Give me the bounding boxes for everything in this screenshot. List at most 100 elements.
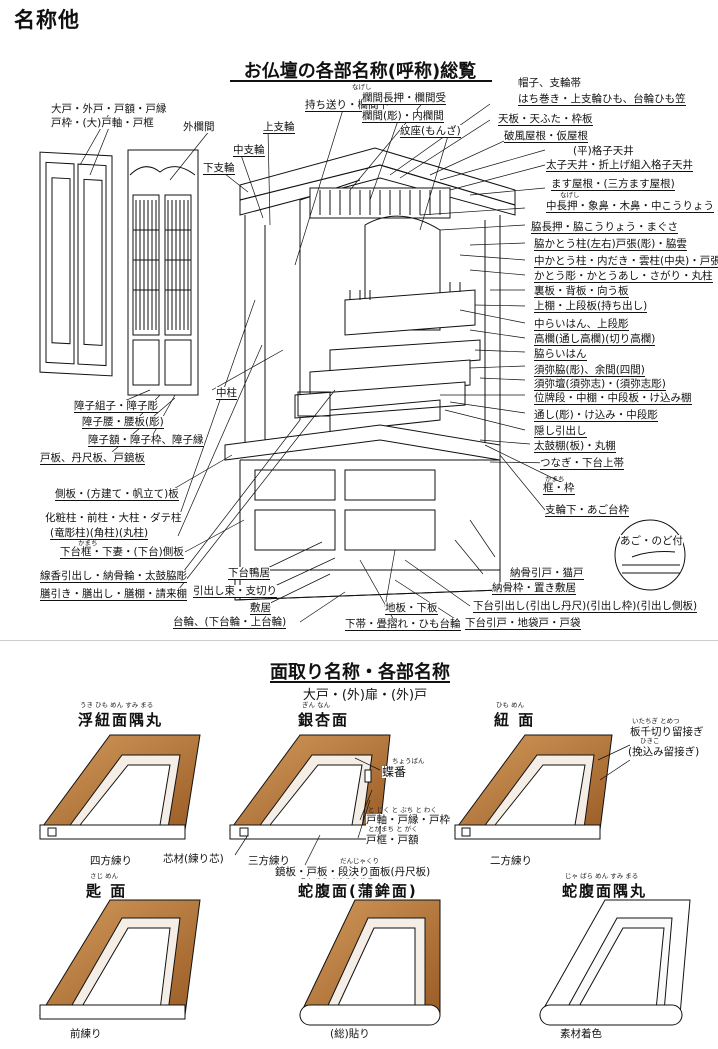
section-divider [0,640,718,641]
profile-saji [39,899,201,1020]
ruby-callout-5: いたちぎ とめつ [632,717,680,725]
label-lower-drawer: 下台引出し(引出し丹尺)(引出し枠)(引出し側板) [473,600,698,613]
label-hachimaki: はち巻き・上支輪ひも、台輪ひも笠 [518,93,686,106]
callout-tojiku: 戸軸・戸縁・戸枠 [366,814,450,826]
ruby-profile-6: じゃ ばら めん すみ まる [565,872,639,880]
label-shirin-shita: 支輪下・あご台枠 [545,504,629,517]
section2-title: 面取り名称・各部名称 [270,662,450,683]
profile-title-2: 銀杏面 [298,711,350,729]
label-ihai-dan: 位牌段・中棚・中段板・け込み棚 [534,392,692,405]
label-outer-door: 大戸・外戸・戸額・戸縁 [51,103,167,115]
label-monza: 紋座(もんざ) [400,125,461,138]
callout-togamachi: 戸框・戸額 [366,834,419,846]
callout-ita-chigiri: 板千切り留接ぎ [630,726,704,738]
butsudan-illustration [39,99,686,623]
label-kakushi-drawer: 隠し引出し [534,425,587,438]
label-jibukuro-do: 下台引戸・地袋戸・戸袋 [465,617,581,630]
right-door-panel [127,149,199,396]
label-naka-raihan: 中らいはん、上段彫 [534,318,629,331]
section2-title-rule [270,681,450,683]
profile-title-4: 匙 面 [86,882,128,900]
profile-jabara [299,899,441,1026]
label-shoji-koshi: 障子腰・腰板(彫) [82,416,164,429]
label-door-frame: 戸枠・(大)戸軸・戸框 [51,117,154,129]
label-waki-nageshi: 脇長押・脇こうりょう・まぐさ [531,221,678,234]
label-door-board: 戸板、丹尺板、戸鏡板 [40,452,145,465]
label-decor-pillar: 化粧柱・前柱・大柱・ダテ柱 [45,512,182,524]
label-outer-ranma: 外欄間 [183,121,215,133]
label-side-board: 側板・(方建て・帆立て)板 [55,488,179,501]
cabinet-body [224,147,516,601]
ruby-profile-4: さじ めん [90,872,119,880]
section2-subtitle: 大戸・(外)扉・(外)戸 [302,688,428,703]
label-kamachi-waku: 框・枠 [543,482,575,495]
label-naka-katou: 中かとう柱・内だき・雲柱(中央)・戸張(彫) [534,255,718,268]
profile-caption-4: 前練り [70,1028,102,1040]
label-jiita: 地板・下板 [385,602,438,615]
label-toshi-bori: 通し(彫)・け込み・中段彫 [534,409,658,422]
ruby-profile-3: ひも めん [496,701,525,709]
profile-caption-2: 三方練り [248,855,290,867]
profile-title-5: 蛇腹面(蒲鉾面) [298,882,418,900]
page-title: 名称他 [14,8,80,32]
profile-uki-himo [39,734,201,840]
label-noukotsu-waku: 納骨枠・置き敷居 [492,582,576,595]
label-noukotsu-hikido: 納骨引戸・猫戸 [510,567,584,580]
label-lower-frame: 下台框・下妻・(下台)側板 [60,546,184,559]
label-ranma-carving: 欄間(彫)・内欄間 [362,110,444,123]
label-dairin: 台輪、(下台輪・上台輪) [173,616,287,629]
profile-himo [454,734,613,840]
label-waki-katou: 脇かとう柱(左右)戸張(彫)・脇雲 [534,238,687,251]
section1-title-rule [230,80,492,82]
callout-hikikomi: (挽込み留接ぎ) [628,746,700,758]
label-incense-drawer: 線香引出し・納骨輪・太鼓脇彫 [40,570,187,583]
profile-leader-lines [234,744,631,866]
label-kousi-tenjou: (平)格子天井 [573,145,634,157]
label-shikii: 敷居 [250,602,271,615]
label-shumi-waki: 須弥脇(彫)、余間(四間) [534,364,645,377]
label-shoji-kumiko: 障子組子・障子彫 [74,400,158,413]
ruby-nageshi-1: なげし [352,83,372,91]
ruby-profile-2: ぎん なん [302,701,331,709]
profile-title-1: 浮紐面隅丸 [78,711,164,729]
left-door-panel [39,151,113,377]
label-shita-obi: 下帯・畳摺れ・ひも台輪 [345,618,461,631]
ruby-kamachi-2: かまち [545,475,565,483]
label-tsunagi: つなぎ・下台上帯 [540,457,624,470]
ruby-kamachi-1: かまち [78,539,98,547]
ruby-callout-2: と じく と ぶち と わく [368,806,437,814]
label-masu-yane: ます屋根・(三方ます屋根) [551,178,675,191]
ruby-callout-3: とがまち と がく [368,825,418,833]
profile-caption-3: 二方練り [490,855,532,867]
label-ago-nodo: あご・のど付 [620,535,683,547]
label-upper-shirin: 上支輪 [263,121,295,134]
label-tenban: 天板・天ふた・枠板 [498,113,593,126]
ruby-nageshi-2: なげし [560,191,580,199]
profile-title-3: 紐 面 [494,711,536,729]
callout-kagami-ita: 鏡板・戸板・段決り面板(丹尺板) [275,866,431,878]
profile-title-6: 蛇腹面隅丸 [562,882,648,900]
label-shumidan: 須弥壇(須弥志)・(須弥志彫) [534,378,666,391]
label-uwa-dana: 上棚・上段板(持ち出し) [534,300,648,313]
profile-caption-6: 素材着色 [560,1028,602,1040]
callout-shinzai: 芯材(練り芯) [163,853,224,865]
profile-jabara-sumimaru [539,899,691,1026]
callout-chouban: 蝶番 [382,765,407,779]
profile-caption-5: (総)貼り [330,1028,370,1040]
label-pillar-types: (竜彫柱)(角柱)(丸柱) [50,527,149,540]
label-ura-ita: 裏板・背板・向う板 [534,285,629,298]
label-kouran: 高欄(通し高欄)(切り高欄) [534,333,656,346]
ruby-callout-6: ひきこ [640,737,660,745]
label-taishi-tenjou: 太子天井・折上げ組入格子天井 [546,159,693,172]
label-lower-shirin: 下支輪 [203,162,235,175]
label-taiko-dana: 太鼓棚(板)・丸棚 [534,440,616,453]
label-center-pillar: 中柱 [216,387,237,400]
label-zen-drawer: 膳引き・膳出し・膳棚・請来棚 [40,588,187,601]
label-naka-nageshi: 中長押・象鼻・木鼻・中こうりょう [546,200,714,213]
label-lower-kamoi: 下台鴨居 [228,567,270,580]
label-drawer-divider: 引出し束・支切り [193,585,277,598]
label-boushi: 帽子、支輪帯 [518,77,581,89]
profile-ginnan [229,734,391,840]
label-waki-raihan: 脇らいはん [534,348,587,361]
